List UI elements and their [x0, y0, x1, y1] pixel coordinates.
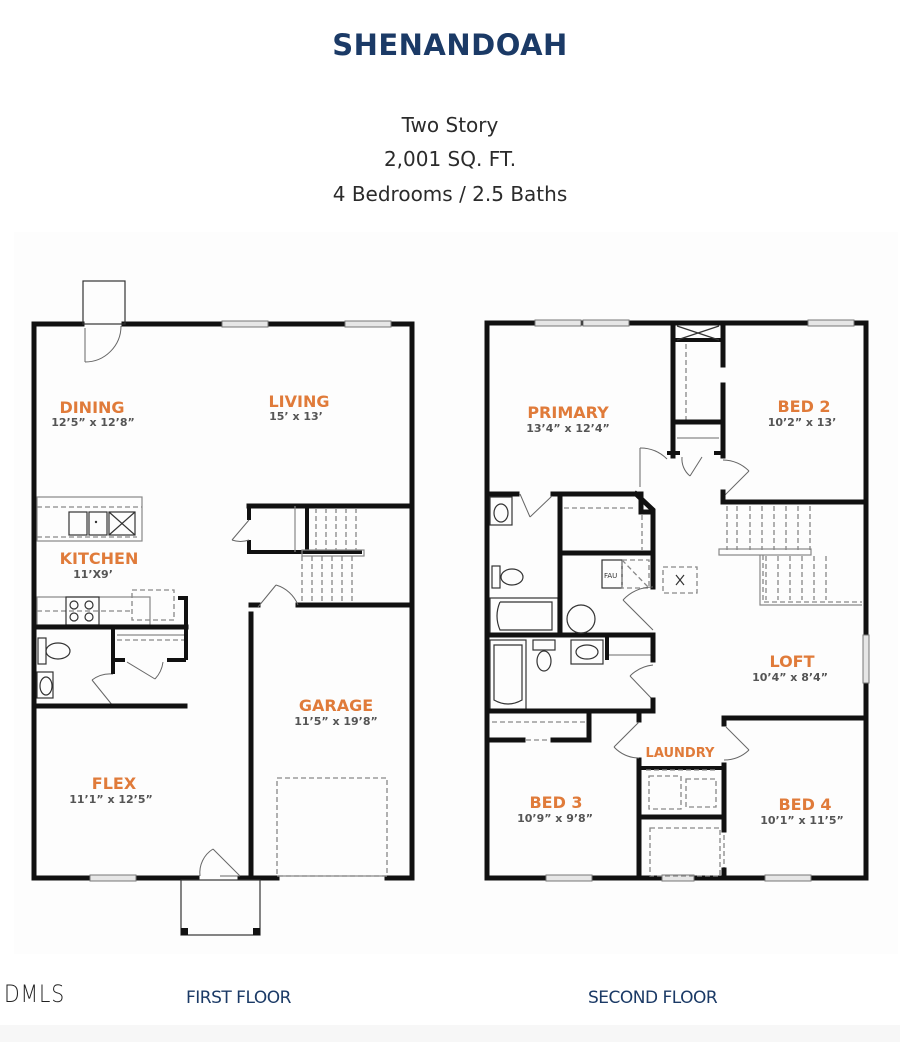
room-dims-bed-2: 10’2” x 13’	[768, 416, 837, 429]
room-name-garage: GARAGE	[299, 696, 373, 715]
room-dims-dining: 12’5” x 12’8”	[51, 416, 135, 429]
room-name-dining: DINING	[59, 398, 124, 417]
room-dims-garage: 11’5” x 19’8”	[294, 715, 378, 728]
second-floor-labels: PRIMARY 13’4” x 12’4” BED 2 10’2” x 13’ …	[517, 397, 844, 827]
room-dims-flex: 11’1” x 12’5”	[69, 793, 153, 806]
room-name-bed-4: BED 4	[778, 795, 831, 814]
room-name-bed-2: BED 2	[777, 397, 830, 416]
beds-baths: 4 Bedrooms / 2.5 Baths	[332, 182, 568, 206]
bottom-strip	[0, 1025, 900, 1042]
room-dims-living: 15’ x 13’	[269, 410, 323, 423]
room-name-loft: LOFT	[769, 652, 814, 671]
plan-background	[14, 232, 898, 954]
room-dims-kitchen: 11’X9’	[73, 568, 113, 581]
room-name-laundry: LAUNDRY	[646, 746, 715, 761]
room-dims-bed-3: 10’9” x 9’8”	[517, 812, 593, 825]
room-name-bed-3: BED 3	[529, 793, 582, 812]
story-count: Two Story	[401, 113, 499, 137]
second-floor-label: SECOND FLOOR	[588, 988, 718, 1008]
room-dims-primary: 13’4” x 12’4”	[526, 422, 610, 435]
room-dims-bed-4: 10’1” x 11’5”	[760, 814, 844, 827]
room-dims-loft: 10’4” x 8’4”	[752, 671, 828, 684]
room-name-living: LIVING	[268, 392, 329, 411]
first-floor-label: FIRST FLOOR	[186, 988, 291, 1008]
mls-watermark: DMLS	[4, 980, 66, 1008]
page-title: SHENANDOAH	[332, 28, 568, 62]
room-name-flex: FLEX	[92, 774, 137, 793]
second-floor-plan: FAU	[484, 319, 870, 882]
room-name-kitchen: KITCHEN	[60, 549, 139, 568]
first-floor-plan	[31, 280, 415, 936]
square-footage: 2,001 SQ. FT.	[383, 147, 517, 171]
room-name-primary: PRIMARY	[527, 403, 609, 422]
first-floor-labels: DINING 12’5” x 12’8” LIVING 15’ x 13’ KI…	[51, 392, 378, 806]
fau-label: FAU	[604, 572, 617, 580]
